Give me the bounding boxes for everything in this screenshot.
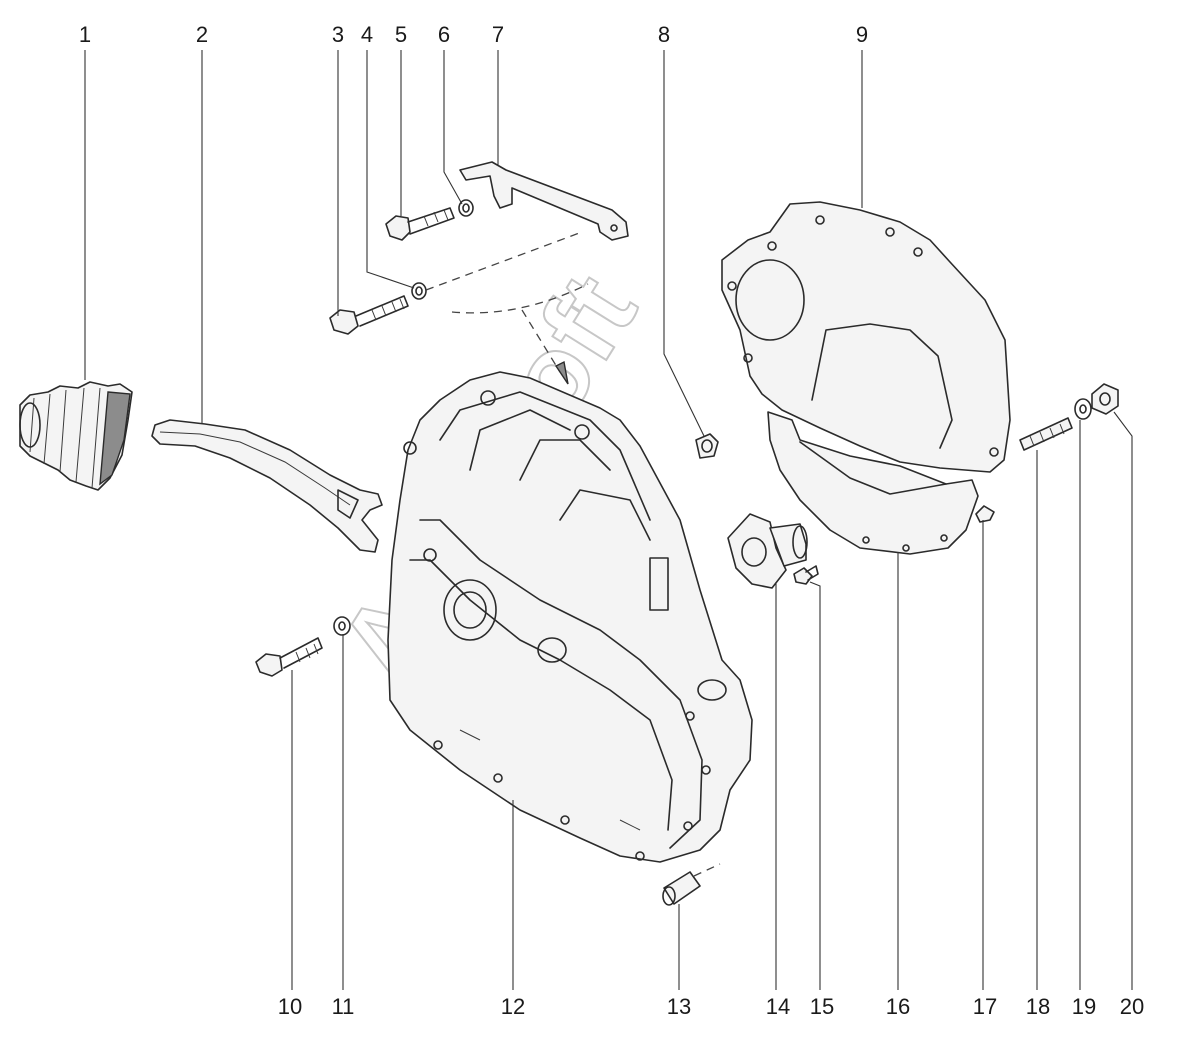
callout-14: 14 [766,994,790,1019]
part-9-cover-plate [721,201,1011,473]
part-6-washer [458,199,474,217]
callout-8: 8 [658,22,670,47]
callout-18: 18 [1026,994,1050,1019]
part-13-dowel [662,863,721,906]
part-8-plug [695,433,719,459]
callout-6: 6 [438,22,450,47]
callout-10: 10 [278,994,302,1019]
part-7-bracket [459,161,629,241]
part-3-bolt [329,295,409,335]
assembly-guide-lines [425,231,589,385]
part-14-bearing-guide [727,513,808,589]
part-1-boot [19,381,133,491]
part-15-bolt [793,565,819,585]
part-16-lower-plate [767,411,979,555]
callout-3: 3 [332,22,344,47]
callout-19: 19 [1072,994,1096,1019]
leader-lines [84,50,1133,990]
part-10-bolt [255,637,323,677]
part-12-clutch-housing [387,371,753,863]
part-11-washer [333,616,351,636]
callout-4: 4 [361,22,373,47]
part-19-washer [1074,398,1092,420]
part-5-bolt [385,207,455,241]
callout-9: 9 [856,22,868,47]
callout-20: 20 [1120,994,1144,1019]
part-20-nut [1091,383,1119,415]
callout-2: 2 [196,22,208,47]
callout-5: 5 [395,22,407,47]
callout-11: 11 [332,994,355,1019]
callout-15: 15 [810,994,834,1019]
callout-17: 17 [973,994,997,1019]
callout-1: 1 [79,22,91,47]
part-17-screw [975,505,995,523]
part-2-clutch-fork [151,419,383,553]
callout-7: 7 [492,22,504,47]
callout-16: 16 [886,994,910,1019]
callout-13: 13 [667,994,691,1019]
callout-numbers: 1 2 3 4 5 6 7 8 9 10 11 12 13 14 15 16 1… [79,22,1144,1019]
part-18-stud [1019,417,1073,451]
callout-12: 12 [501,994,525,1019]
part-4-washer [411,282,427,300]
